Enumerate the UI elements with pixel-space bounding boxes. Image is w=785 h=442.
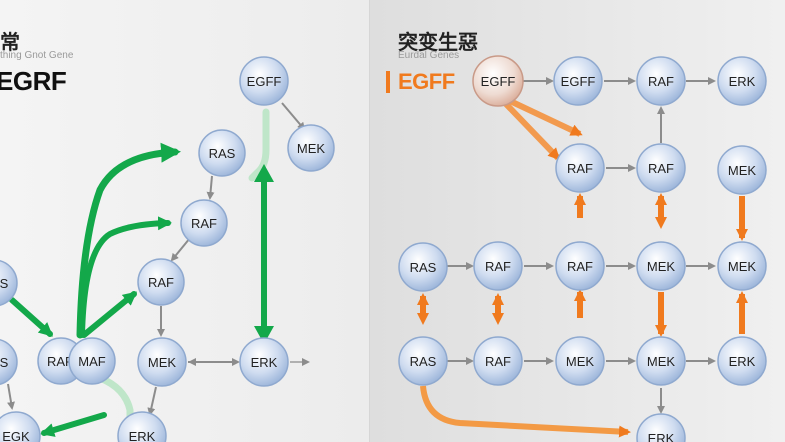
- node-raf: RAF: [636, 143, 686, 193]
- right-panel-title: 突变生惡: [398, 30, 478, 54]
- gray-arrow: [170, 237, 191, 262]
- node-mek: MEK: [636, 241, 686, 291]
- svg-text:EGFF: EGFF: [481, 74, 516, 89]
- svg-text:EGFF: EGFF: [247, 74, 282, 89]
- node-raf-1: RAF: [180, 199, 228, 247]
- svg-text:ERK: ERK: [729, 354, 756, 369]
- node-maf: MAF: [68, 337, 116, 385]
- node-mek: MEK: [717, 145, 767, 195]
- svg-text:MEK: MEK: [728, 259, 757, 274]
- orange-arrow: [503, 101, 561, 161]
- left-pathway-diagram: EGFF RAS MEK RAF RAF S S RAF: [0, 56, 335, 442]
- node-erk-bottom: ERK: [636, 413, 686, 442]
- node-ras: RAS: [398, 336, 448, 386]
- svg-text:MAF: MAF: [78, 354, 106, 369]
- svg-text:S: S: [0, 355, 9, 370]
- green-arrow: [9, 297, 53, 337]
- node-erk: ERK: [717, 336, 767, 386]
- green-arrow-head-up: [254, 164, 274, 182]
- node-erk-top: ERK: [717, 56, 767, 106]
- svg-text:RAF: RAF: [485, 259, 511, 274]
- svg-text:RAF: RAF: [47, 354, 73, 369]
- svg-text:RAS: RAS: [410, 260, 437, 275]
- svg-text:ERK: ERK: [648, 431, 675, 442]
- node-raf: RAF: [555, 143, 605, 193]
- svg-text:RAS: RAS: [410, 354, 437, 369]
- node-mek: MEK: [636, 336, 686, 386]
- svg-text:MEK: MEK: [297, 141, 326, 156]
- svg-text:RAF: RAF: [648, 161, 674, 176]
- node-mek: MEK: [555, 336, 605, 386]
- left-panel-subtitle: thing Gnot Gene: [0, 50, 74, 61]
- gray-arrow: [206, 175, 215, 200]
- orange-curved-arrow: [420, 385, 631, 438]
- svg-text:EGFF: EGFF: [561, 74, 596, 89]
- svg-text:RAF: RAF: [191, 216, 217, 231]
- node-raf: RAF: [473, 336, 523, 386]
- mutant-pathway-panel: 突变生惡 Eurdal Genes EGFF: [370, 0, 785, 442]
- left-panel-label: EGRF: [0, 66, 67, 96]
- green-arrow: [76, 142, 181, 339]
- right-pathway-diagram: EGFF EGFF RAF ERK RAF RAF MEK RAS: [398, 55, 767, 442]
- svg-text:RAF: RAF: [485, 354, 511, 369]
- node-egk: EGK: [0, 411, 41, 442]
- node-mek-top: MEK: [287, 124, 335, 172]
- green-arrow: [40, 412, 107, 437]
- svg-text:MEK: MEK: [148, 355, 177, 370]
- green-arrow-head-down: [254, 326, 274, 344]
- node-s-lower: S: [0, 339, 18, 385]
- svg-text:MEK: MEK: [728, 163, 757, 178]
- svg-text:RAF: RAF: [567, 161, 593, 176]
- green-arrow: [81, 291, 138, 338]
- green-arrow: [79, 216, 172, 338]
- orange-accent-bar: [386, 71, 390, 93]
- svg-text:EGK: EGK: [2, 429, 30, 442]
- svg-text:ERK: ERK: [251, 355, 278, 370]
- normal-pathway-panel: 常 thing Gnot Gene EGRF: [0, 0, 370, 442]
- right-panel-label: EGFF: [398, 69, 455, 94]
- gray-arrow: [147, 386, 157, 416]
- svg-text:RAF: RAF: [148, 275, 174, 290]
- node-erk-bottom: ERK: [117, 411, 167, 442]
- svg-text:S: S: [0, 276, 9, 291]
- node-raf: RAF: [473, 241, 523, 291]
- svg-text:RAF: RAF: [648, 74, 674, 89]
- node-mek: MEK: [717, 241, 767, 291]
- node-egff: EGFF: [553, 56, 603, 106]
- light-green-trail: [248, 108, 270, 182]
- orange-arrow: [506, 97, 583, 137]
- svg-text:MEK: MEK: [647, 354, 676, 369]
- node-egff-highlight: EGFF: [472, 55, 524, 107]
- gray-arrow: [7, 383, 15, 410]
- node-erk: ERK: [239, 337, 289, 387]
- node-raf-2: RAF: [137, 258, 185, 306]
- gray-arrow: [281, 102, 306, 131]
- node-raf: RAF: [555, 241, 605, 291]
- node-ras: RAS: [198, 129, 246, 177]
- svg-text:RAF: RAF: [567, 259, 593, 274]
- svg-text:MEK: MEK: [566, 354, 595, 369]
- node-mek: MEK: [137, 337, 187, 387]
- svg-text:MEK: MEK: [647, 259, 676, 274]
- svg-text:ERK: ERK: [729, 74, 756, 89]
- right-panel-subtitle: Eurdal Genes: [398, 50, 460, 61]
- node-s-upper: S: [0, 260, 18, 306]
- left-panel-title: 常: [0, 30, 20, 54]
- node-raf-top: RAF: [636, 56, 686, 106]
- node-egff: EGFF: [239, 56, 289, 106]
- svg-text:ERK: ERK: [129, 429, 156, 442]
- node-ras: RAS: [398, 242, 448, 292]
- svg-text:RAS: RAS: [209, 146, 236, 161]
